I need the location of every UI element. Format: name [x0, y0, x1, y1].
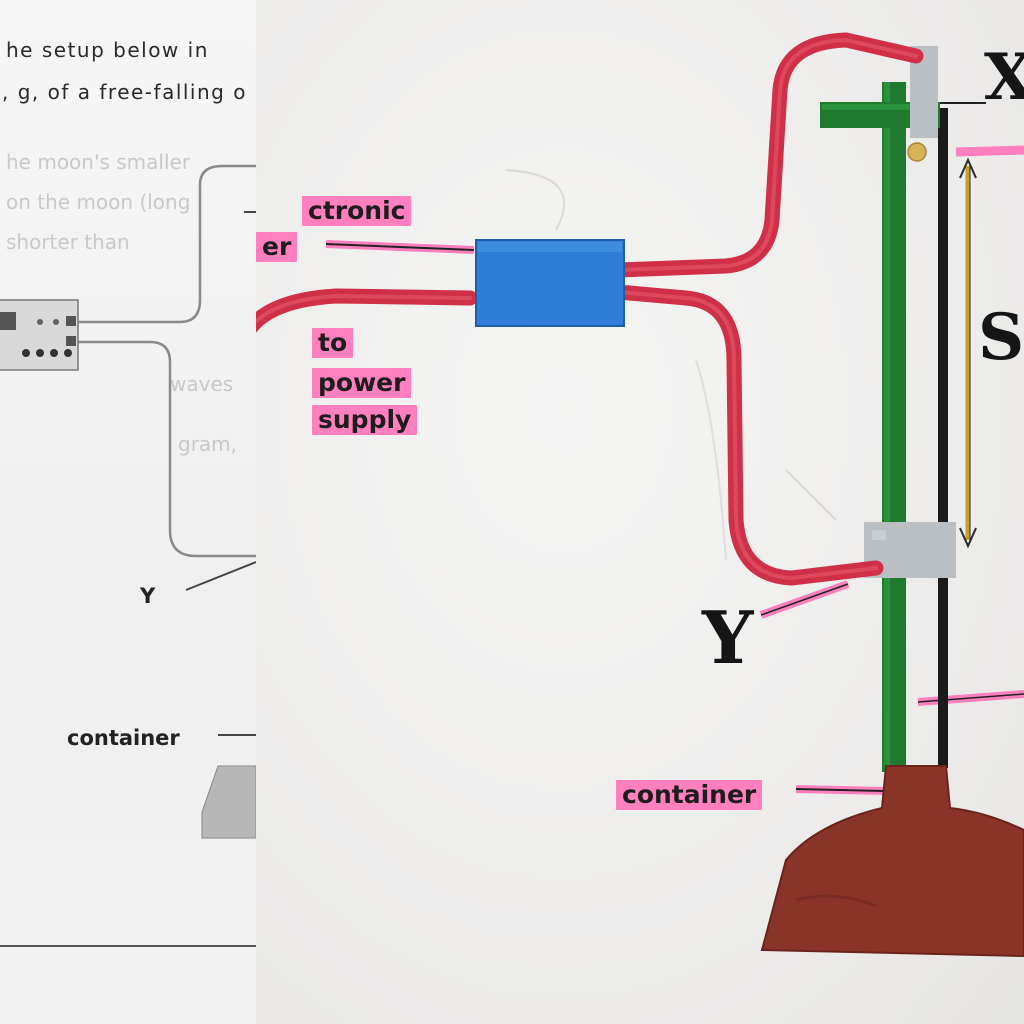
tag-power: power — [312, 368, 412, 398]
tag-electronic: ctronic — [302, 196, 412, 226]
tag-supply: supply — [312, 405, 418, 435]
tag-timer: er — [256, 232, 298, 262]
faded-line-1: he moon's smaller — [6, 150, 191, 174]
printed-container-icon — [201, 765, 256, 839]
printed-label-y: Y — [140, 584, 156, 608]
tactile-diagram-svg — [256, 32, 1024, 958]
printed-worksheet-panel: he setup below in , g, of a free-falling… — [0, 0, 256, 1024]
faded-line-2: on the moon (long — [6, 190, 191, 214]
printed-diagram-lines — [0, 164, 256, 947]
ball-bearing — [907, 142, 927, 162]
tag-to: to — [312, 328, 354, 358]
printed-wire-upper — [78, 164, 256, 324]
tactile-diagram-panel: ctronic er to power supply container X S… — [256, 0, 1024, 1024]
faded-line-3: shorter than — [6, 230, 130, 254]
printed-wire-lower — [78, 340, 256, 558]
letter-s: S — [978, 300, 1024, 375]
intro-line-1: he setup below in — [6, 38, 209, 62]
printed-timer-device-icon — [0, 299, 79, 371]
red-wires — [256, 32, 924, 586]
leader-top-highlight — [955, 145, 1024, 157]
tag-container: container — [616, 780, 763, 810]
black-rod — [938, 108, 948, 768]
electronic-timer-box — [475, 239, 625, 327]
printed-label-container: container — [67, 726, 180, 750]
faded-line-4: waves — [170, 372, 234, 396]
faded-line-5: gram, — [178, 432, 238, 456]
container-block — [760, 765, 1024, 958]
letter-y: Y — [702, 595, 754, 680]
letter-x: X — [984, 40, 1024, 115]
intro-line-2: , g, of a free-falling o — [2, 80, 247, 104]
